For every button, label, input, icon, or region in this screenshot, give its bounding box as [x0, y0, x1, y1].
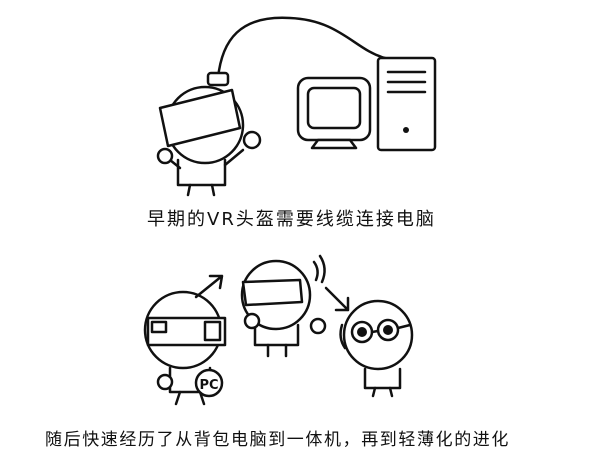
caption-early-vr: 早期的VR头盔需要线缆连接电脑 [147, 209, 436, 230]
arrow-down-right-icon [324, 286, 350, 312]
standalone-vr-user [240, 254, 327, 358]
cable [216, 16, 387, 80]
lightweight-glasses-user [339, 299, 414, 398]
desktop-computer [296, 56, 437, 152]
arrow-up-right-icon [194, 274, 224, 299]
backpack-pc-label: PC [199, 378, 218, 393]
tethered-vr-user [156, 71, 262, 197]
backpack-pc-user: PC [143, 290, 227, 406]
caption-vr-evolution: 随后快速经历了从背包电脑到一体机，再到轻薄化的进化 [45, 430, 510, 450]
